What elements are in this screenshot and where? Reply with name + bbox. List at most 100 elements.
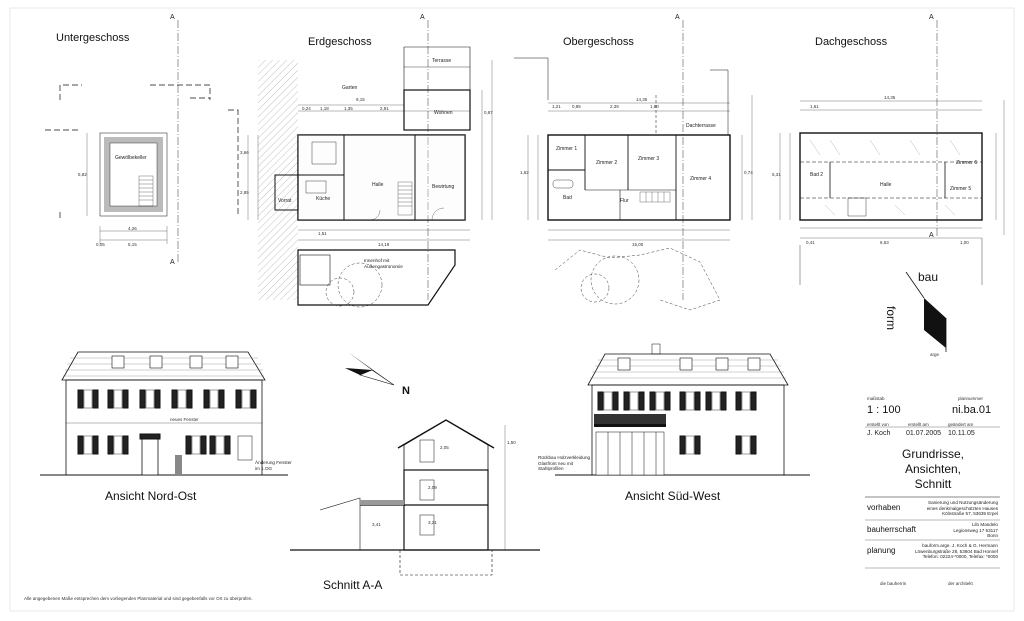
drawn-by: J. Koch bbox=[867, 430, 891, 437]
room-label: Zimmer 4 bbox=[690, 176, 712, 182]
room-label: Flur bbox=[620, 198, 629, 204]
room-label: Küche bbox=[316, 196, 331, 202]
dim-label: 1,00 bbox=[960, 240, 969, 245]
dim-label: 1,21 bbox=[552, 104, 561, 109]
dim-label: 14,18 bbox=[378, 242, 390, 247]
section-marker: A bbox=[929, 232, 934, 239]
drawing-title: Grundrisse, Ansichten, Schnitt bbox=[901, 447, 965, 491]
heading-untergeschoss: Untergeschoss bbox=[56, 32, 130, 44]
caption-schnitt: Schnitt A-A bbox=[323, 578, 383, 592]
north-arrow-icon bbox=[345, 352, 395, 386]
area-label-terrace: Terrasse bbox=[432, 58, 452, 64]
created-date: 01.07.2005 bbox=[906, 430, 942, 437]
facade-suedwest bbox=[555, 343, 810, 476]
caption-nordost: Ansicht Nord-Ost bbox=[105, 489, 197, 503]
dim-label: 1,61 bbox=[810, 104, 819, 109]
dim-label: 4,26 bbox=[128, 226, 137, 231]
dim-label: 0,24 bbox=[302, 106, 311, 111]
dim-label: 1,50 bbox=[507, 440, 516, 445]
changed-label: geändert am bbox=[948, 422, 974, 427]
untergeschoss-plan bbox=[45, 84, 239, 244]
room-label: Bad bbox=[563, 195, 572, 201]
heading-obergeschoss: Obergeschoss bbox=[563, 36, 634, 48]
dim-label: 3,66 bbox=[240, 150, 249, 155]
drawn-by-label: erstellt von bbox=[867, 422, 889, 427]
room-label: Wohnen bbox=[434, 110, 453, 116]
logo-text: bau bbox=[918, 270, 939, 284]
plan-number-label: plannummer bbox=[958, 396, 984, 401]
north-label: N bbox=[402, 385, 410, 397]
area-label-garden: Garten bbox=[342, 85, 358, 91]
area-label-courtyard: Innenhof mit Außengastronomie bbox=[364, 258, 403, 269]
dim-label: 1,51 bbox=[318, 231, 327, 236]
dim-label: 3,41 bbox=[372, 522, 381, 527]
vorhaben-label: vorhaben bbox=[867, 503, 901, 512]
heading-dachgeschoss: Dachgeschoss bbox=[815, 36, 888, 48]
section-marker: A bbox=[170, 14, 175, 21]
dim-label: 0,87 bbox=[484, 110, 493, 115]
bauherrschaft-text: Lilo Mandelo Legionsweg 17 53117 Bonn bbox=[953, 522, 998, 538]
planung-label: planung bbox=[867, 546, 896, 555]
dim-label: 15,00 bbox=[632, 242, 644, 247]
dim-label: 0,85 bbox=[572, 104, 581, 109]
room-label: Vorrat bbox=[278, 198, 292, 204]
bauherrschaft-label: bauherrschaft bbox=[867, 525, 916, 534]
dim-label: 1,18 bbox=[320, 106, 329, 111]
dim-label: 2,39 bbox=[610, 104, 619, 109]
footer-note: Alle angegebenen Maße entsprechen dem vo… bbox=[24, 596, 253, 601]
room-label: Halle bbox=[372, 182, 384, 188]
room-label: Zimmer 5 bbox=[950, 186, 972, 192]
logo-text: form bbox=[884, 306, 898, 330]
room-label: Zimmer 6 bbox=[956, 160, 978, 166]
heading-erdgeschoss: Erdgeschoss bbox=[308, 36, 372, 48]
created-label: erstellt am bbox=[908, 422, 929, 427]
facade-note: Änderung Fenster im 1.OG bbox=[255, 460, 292, 471]
dim-label: 6,53 bbox=[880, 240, 889, 245]
dim-label: 14,35 bbox=[884, 95, 896, 100]
room-label: Zimmer 1 bbox=[556, 146, 578, 152]
planung-text: bauform.arge. J. Koch & G. Hermann Löwen… bbox=[914, 543, 998, 559]
room-label: Zimmer 2 bbox=[596, 160, 618, 166]
section-marker: A bbox=[170, 259, 175, 266]
vorhaben-text: Sanierung und Nutzungsänderung eines den… bbox=[926, 500, 998, 516]
title-block bbox=[865, 426, 1000, 569]
dim-label: 1,62 bbox=[520, 170, 529, 175]
room-label: Bad 2 bbox=[810, 172, 824, 178]
section-marker: A bbox=[929, 14, 934, 21]
dim-label: 0,74 bbox=[744, 170, 753, 175]
signature-client: die bauherrin bbox=[880, 581, 907, 586]
section-marker: A bbox=[420, 14, 425, 21]
dim-label: 0,05 bbox=[96, 242, 105, 247]
dim-label: 9,15 bbox=[356, 97, 365, 102]
dim-label: 2,05 bbox=[440, 445, 449, 450]
erdgeschoss-plan bbox=[247, 46, 493, 308]
logo-text: arge bbox=[930, 352, 940, 357]
section-marker: A bbox=[675, 14, 680, 21]
dim-label: 2,91 bbox=[380, 106, 389, 111]
facade-note: neues Fenster bbox=[170, 417, 199, 422]
dim-label: 1,80 bbox=[650, 104, 659, 109]
signature-architect: der architekt bbox=[948, 581, 973, 586]
scale-label: maßstab bbox=[867, 396, 885, 401]
dim-label: 2,85 bbox=[240, 190, 249, 195]
room-label: Bewirtung bbox=[432, 184, 455, 190]
dim-label: 14,35 bbox=[636, 97, 648, 102]
caption-suedwest: Ansicht Süd-West bbox=[625, 489, 721, 503]
dim-label: 1,35 bbox=[344, 106, 353, 111]
room-label: Halle bbox=[880, 182, 892, 188]
changed-date: 10.11.05 bbox=[948, 430, 975, 437]
facade-nordost bbox=[40, 351, 288, 476]
dim-label: 5,82 bbox=[78, 172, 87, 177]
room-label: Dachterrasse bbox=[686, 123, 716, 129]
bauform-logo bbox=[905, 271, 947, 352]
room-label: Zimmer 3 bbox=[638, 156, 660, 162]
room-label: Gewölbekeller bbox=[115, 155, 147, 161]
obergeschoss-plan bbox=[514, 57, 753, 311]
dim-label: 2,09 bbox=[428, 485, 437, 490]
dim-label: 0,41 bbox=[806, 240, 815, 245]
dim-label: 3,21 bbox=[428, 520, 437, 525]
section-a-a bbox=[290, 419, 540, 576]
dim-label: 5,15 bbox=[128, 242, 137, 247]
plan-number: ni.ba.01 bbox=[952, 404, 992, 416]
scale-value: 1 : 100 bbox=[867, 404, 901, 416]
